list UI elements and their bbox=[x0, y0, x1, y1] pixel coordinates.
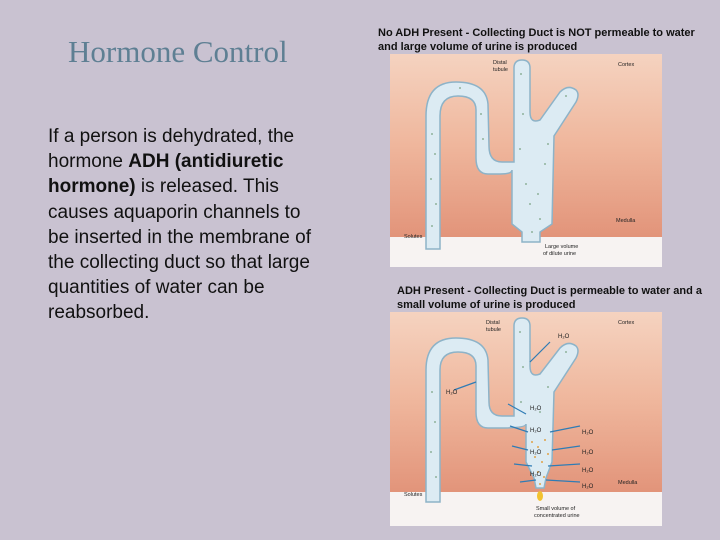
solutes-label: Solutes bbox=[404, 234, 423, 240]
solutes-label: Solutes bbox=[404, 492, 423, 498]
figure-top-caption: No ADH Present - Collecting Duct is NOT … bbox=[378, 27, 698, 54]
distal-tubule-label-1: Distal bbox=[486, 320, 500, 326]
h2o-label: H₂O bbox=[558, 334, 570, 340]
h2o-label: H₂O bbox=[582, 484, 594, 490]
urine-droplet bbox=[537, 491, 543, 501]
urine-label-2: concentrated urine bbox=[534, 513, 580, 519]
no-adh-diagram: Distal tubule Cortex Medulla Solutes Lar… bbox=[390, 54, 662, 267]
h2o-label: H₂O bbox=[530, 406, 542, 412]
body-text-end: is released. This causes aquaporin chann… bbox=[48, 176, 311, 323]
distal-tubule-label-2: tubule bbox=[493, 67, 508, 73]
cortex-label: Cortex bbox=[618, 320, 634, 326]
adh-diagram: Distal tubule Cortex Medulla Solutes H₂O… bbox=[390, 312, 662, 526]
medulla-label: Medulla bbox=[618, 480, 638, 486]
slide-title: Hormone Control bbox=[68, 34, 348, 70]
h2o-label: H₂O bbox=[582, 468, 594, 474]
h2o-label: H₂O bbox=[582, 450, 594, 456]
figure-bottom-caption: ADH Present - Collecting Duct is permeab… bbox=[397, 285, 702, 312]
h2o-label: H₂O bbox=[582, 430, 594, 436]
urine-label-1: Small volume of bbox=[536, 506, 576, 512]
h2o-label: H₂O bbox=[446, 390, 458, 396]
medulla-label: Medulla bbox=[616, 218, 636, 224]
urine-label-1: Large volume bbox=[545, 244, 578, 250]
distal-tubule-label-1: Distal bbox=[493, 60, 507, 66]
slide-body-text: If a person is dehydrated, the hormone A… bbox=[48, 124, 323, 326]
cortex-label: Cortex bbox=[618, 62, 634, 68]
urine-label-2: of dilute urine bbox=[543, 251, 576, 257]
h2o-label: H₂O bbox=[530, 428, 542, 434]
h2o-label: H₂O bbox=[530, 450, 542, 456]
distal-tubule-label-2: tubule bbox=[486, 327, 501, 333]
h2o-label: H₂O bbox=[530, 472, 542, 478]
